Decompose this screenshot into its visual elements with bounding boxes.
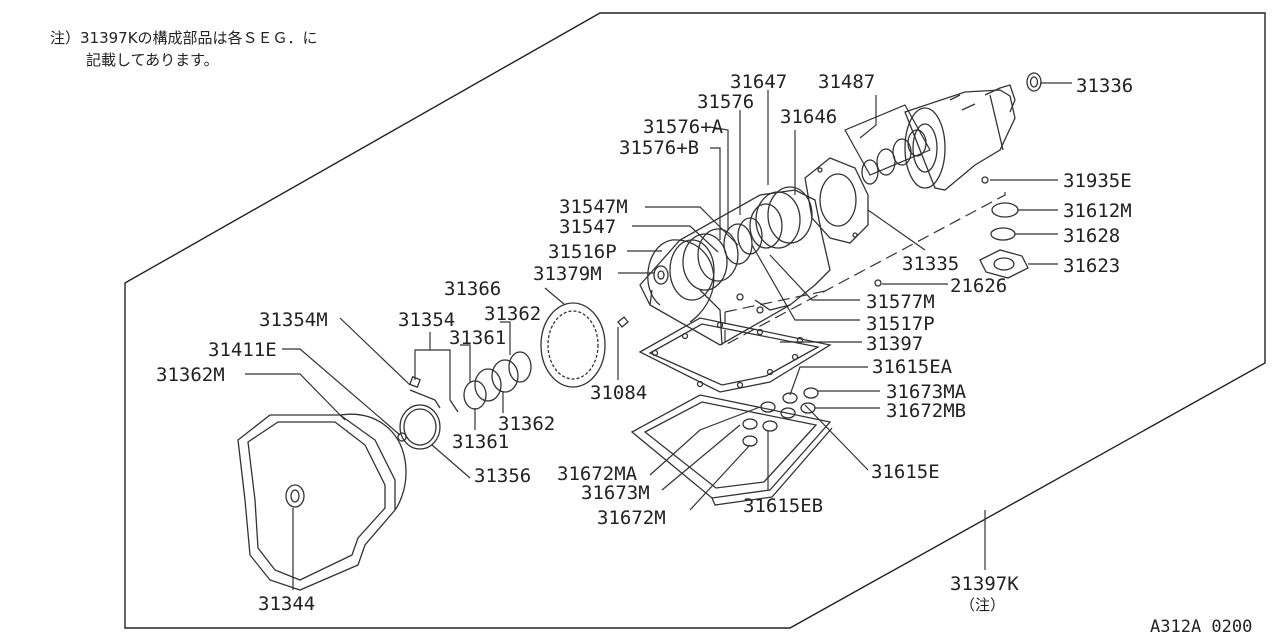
label-31576: 31576 [697,91,754,113]
label-31362-a: 31362 [484,303,541,325]
diagram-code: A312A 0200 [1150,617,1252,637]
o-rings-31487-illustration [844,104,931,185]
label-31623: 31623 [1063,255,1120,277]
label-31356: 31356 [474,465,531,487]
label-31615eb: 31615EB [743,495,823,517]
part-31411e-illustration [397,432,407,442]
part-31623-illustration [979,249,1029,279]
note-line-2: 記載してあります。 [86,51,219,69]
label-31336: 31336 [1076,75,1133,97]
ring-31356-illustration [399,404,441,450]
label-31547: 31547 [559,216,616,238]
pan-seals-illustration [742,387,819,447]
transmission-case-illustration [639,189,831,346]
label-21626: 21626 [950,275,1007,297]
label-31362-b: 31362 [498,413,555,435]
label-31366: 31366 [444,278,501,300]
label-31397: 31397 [866,333,923,355]
part-31084-illustration [617,316,629,328]
label-31379m: 31379M [533,263,602,285]
pump-rings-illustration [669,186,813,301]
label-31344: 31344 [258,593,315,615]
label-31673ma: 31673MA [886,381,967,403]
band-31516p-illustration [647,239,715,323]
plate-31366-illustration [540,302,606,388]
valve-body-outline [724,192,1006,347]
label-31673m: 31673M [581,482,650,504]
label-31647: 31647 [730,71,787,93]
part-31612m-illustration [991,202,1019,218]
label-31577m: 31577M [866,291,935,313]
label-31362m: 31362M [156,364,225,386]
label-31615e: 31615E [871,461,940,483]
label-31547m: 31547M [559,196,628,218]
label-31361-a: 31361 [449,327,506,349]
part-31935e-illustration [981,176,989,184]
label-31361-b: 31361 [452,431,509,453]
label-31615ea: 31615EA [872,356,953,378]
label-31335: 31335 [902,253,959,275]
diagram-frame [124,12,1266,629]
label-31576-b: 31576+B [619,137,699,159]
ring-31362b-illustration [508,351,532,383]
gasket-31646-illustration [804,157,869,244]
part-31354-illustration [409,389,459,413]
label-31517p: 31517P [866,313,935,335]
ring-31356-inner [403,408,437,446]
leader-lines [245,82,1072,590]
part-labels: 31647 31487 31336 31576 31646 31576+A 31… [156,71,1252,637]
label-31672mb: 31672MB [886,400,966,422]
seal-31336-illustration [1026,72,1042,92]
ring-31362a-illustration [491,359,519,393]
label-31516p: 31516P [548,241,617,263]
seal-31379m-illustration [653,265,669,285]
label-31672ma: 31672MA [557,463,638,485]
label-31646: 31646 [780,106,837,128]
label-31628: 31628 [1063,225,1120,247]
assembly-note: 注）31397Kの構成部品は各ＳＥＧ．に 記載してあります。 [50,27,410,71]
label-31397k: 31397K [950,573,1019,595]
ring-31361b-illustration [474,368,502,402]
label-31935e: 31935E [1063,170,1132,192]
label-31397k-note: （注） [960,596,1005,614]
label-31576-a: 31576+A [643,116,724,138]
label-31672m: 31672M [597,507,666,529]
note-line-1: 注）31397Kの構成部品は各ＳＥＧ．に [50,29,318,47]
label-31354: 31354 [398,309,455,331]
label-31612m: 31612M [1063,200,1132,222]
label-31354m: 31354M [259,309,328,331]
label-31411e: 31411E [208,339,277,361]
label-31487: 31487 [818,71,875,93]
label-31084: 31084 [590,382,647,404]
pan-gasket-31397-illustration [638,317,832,393]
converter-housing-illustration [237,413,407,591]
part-21626-illustration [874,279,882,287]
extension-housing-illustration [904,84,1016,191]
part-31354m-illustration [409,376,421,388]
part-31628-illustration [990,227,1016,241]
oil-pan-illustration [630,394,833,506]
